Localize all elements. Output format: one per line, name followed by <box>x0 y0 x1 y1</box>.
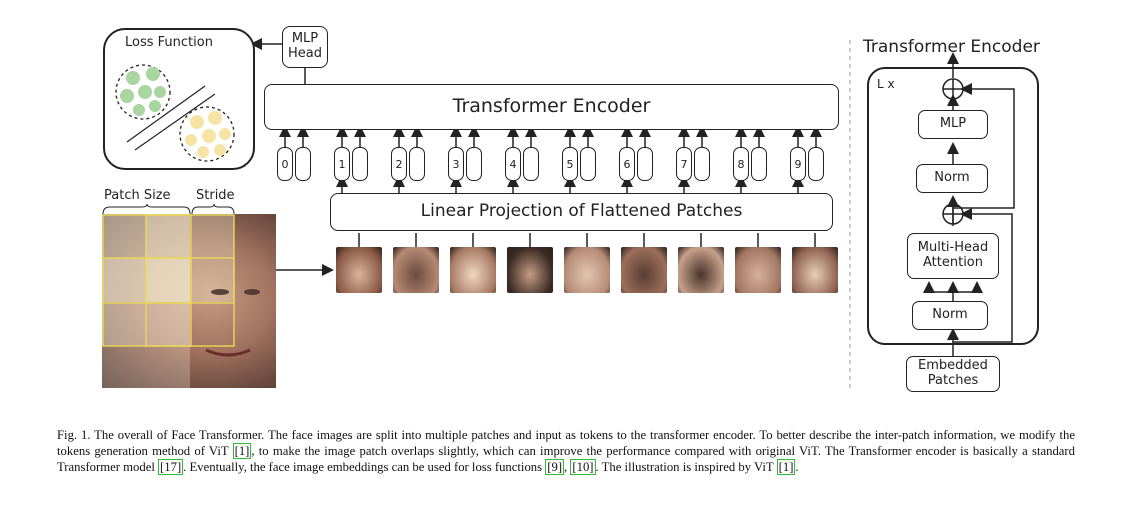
token-8-embedding <box>751 147 767 181</box>
caption-text-6: . <box>795 460 798 474</box>
face-patch-thumbnail <box>735 247 781 293</box>
token-4-label: 4 <box>505 147 521 181</box>
face-patch-thumbnail <box>450 247 496 293</box>
norm-bottom-box: Norm <box>912 301 988 330</box>
multi-head-attention-box: Multi-Head Attention <box>907 233 999 279</box>
caption-ref-9[interactable]: [9] <box>545 459 564 475</box>
norm-bottom-label: Norm <box>932 308 967 323</box>
patch-size-label: Patch Size <box>104 188 171 203</box>
face-patch-thumbnail <box>792 247 838 293</box>
caption-ref-1[interactable]: [1] <box>233 443 252 459</box>
token-2-embedding <box>409 147 425 181</box>
token-5-label: 5 <box>562 147 578 181</box>
token-7-embedding <box>694 147 710 181</box>
token-8-label: 8 <box>733 147 749 181</box>
token-7-label: 7 <box>676 147 692 181</box>
face-patch-thumbnail <box>621 247 667 293</box>
caption-ref-17[interactable]: [17] <box>158 459 183 475</box>
token-1-label: 1 <box>334 147 350 181</box>
face-patch-thumbnail <box>678 247 724 293</box>
token-2-label: 2 <box>391 147 407 181</box>
token-0-embedding <box>295 147 311 181</box>
encoder-detail-title: Transformer Encoder <box>863 37 1040 57</box>
multi-head-attention-label: Multi-Head Attention <box>912 241 994 271</box>
face-image <box>102 214 276 388</box>
mlp-box: MLP <box>918 110 988 139</box>
transformer-encoder-box: Transformer Encoder <box>264 84 839 130</box>
token-6-embedding <box>637 147 653 181</box>
embedded-patches-label: Embedded Patches <box>913 359 993 389</box>
token-9-label: 9 <box>790 147 806 181</box>
token-0-label: 0 <box>277 147 293 181</box>
token-9-embedding <box>808 147 824 181</box>
embedding-clusters <box>105 30 253 168</box>
caption-ref-1b[interactable]: [1] <box>777 459 796 475</box>
mlp-head-label: MLP Head <box>283 32 327 62</box>
face-patch-thumbnail <box>564 247 610 293</box>
norm-top-label: Norm <box>934 171 969 186</box>
mlp-label: MLP <box>940 117 966 132</box>
figure-caption: Fig. 1. The overall of Face Transformer.… <box>57 428 1075 475</box>
linear-projection-box: Linear Projection of Flattened Patches <box>330 193 833 231</box>
norm-top-box: Norm <box>916 164 988 193</box>
stride-label: Stride <box>196 188 235 203</box>
face-patch-thumbnail <box>336 247 382 293</box>
linear-projection-label: Linear Projection of Flattened Patches <box>421 202 743 222</box>
caption-text-3: . Eventually, the face image embeddings … <box>183 460 545 474</box>
token-1-embedding <box>352 147 368 181</box>
face-patch-thumbnail <box>393 247 439 293</box>
token-3-label: 3 <box>448 147 464 181</box>
mlp-head-box: MLP Head <box>282 26 328 68</box>
caption-ref-10[interactable]: [10] <box>570 459 595 475</box>
token-3-embedding <box>466 147 482 181</box>
token-5-embedding <box>580 147 596 181</box>
face-patch-thumbnail <box>507 247 553 293</box>
loss-function-panel: Loss Function <box>103 28 255 170</box>
token-6-label: 6 <box>619 147 635 181</box>
caption-text-5: . The illustration is inspired by ViT <box>596 460 777 474</box>
token-4-embedding <box>523 147 539 181</box>
repeat-label: L x <box>877 77 895 91</box>
transformer-encoder-label: Transformer Encoder <box>453 96 651 118</box>
embedded-patches-box: Embedded Patches <box>906 356 1000 392</box>
